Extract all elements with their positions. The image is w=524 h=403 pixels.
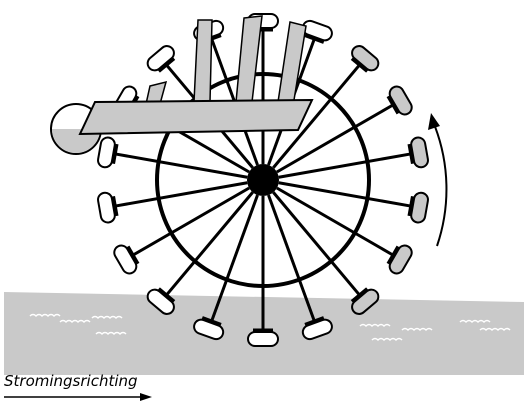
water-ripple [59, 319, 91, 324]
water-ripple [401, 327, 433, 332]
water-trough [78, 98, 314, 136]
paddle-bucket [247, 331, 279, 347]
paddle-bucket [146, 45, 175, 72]
water-stream [235, 15, 263, 103]
paddle-bucket [97, 191, 116, 224]
spoke-crossbar [350, 57, 369, 73]
wheel-spoke [132, 186, 250, 257]
rotation-arrow-head [428, 113, 440, 130]
water-ripples [29, 313, 511, 342]
spoke-crossbar [304, 34, 325, 44]
wheel-spoke [267, 194, 316, 322]
water-stream [277, 21, 307, 103]
wheel-paddles [97, 13, 429, 347]
spoke-crossbar [407, 195, 414, 217]
paddle-bucket [97, 136, 116, 169]
wheel-spoke [210, 194, 259, 322]
wheel-spoke [278, 152, 411, 179]
flow-direction-arrow-head [140, 393, 152, 401]
spoke-crossbar [386, 95, 400, 115]
water-ripple [459, 319, 491, 324]
water-ripple [29, 313, 61, 318]
wheel-spoke [278, 181, 411, 208]
spoke-crossbar [386, 245, 400, 265]
paddle-bucket [351, 45, 380, 72]
wheel-spoke [115, 152, 248, 179]
paddle-bucket [388, 85, 413, 116]
water-ripple [91, 315, 123, 320]
paddle-bucket [301, 318, 333, 341]
spoke-crossbar [157, 287, 176, 303]
wheel-hub [247, 164, 279, 196]
water-ripple [479, 327, 511, 332]
water-ripple [371, 337, 403, 342]
paddle-bucket [113, 244, 138, 275]
rotation-arrow [433, 123, 448, 247]
spoke-crossbar [157, 57, 176, 73]
wheel-spoke [115, 181, 248, 208]
spoke-crossbar [201, 316, 222, 326]
paddle-bucket [410, 191, 429, 224]
flow-direction-label: Stromingsrichting [4, 372, 138, 390]
paddle-bucket [351, 288, 380, 315]
water-ripple [95, 331, 127, 336]
paddle-bucket [146, 288, 175, 315]
paddle-bucket [193, 318, 225, 341]
paddle-bucket [410, 136, 429, 169]
spoke-crossbar [112, 143, 119, 165]
wheel-spoke [272, 191, 361, 296]
wheel-spokes [112, 28, 414, 332]
water-ripple [359, 323, 391, 328]
wheel-spoke [276, 103, 394, 174]
spoke-crossbar [112, 195, 119, 217]
paddle-bucket [388, 244, 413, 275]
wheel-spoke [165, 191, 254, 296]
spoke-crossbar [350, 287, 369, 303]
wheel-spoke [272, 64, 361, 169]
spoke-crossbar [126, 245, 140, 265]
water-stream [193, 19, 213, 103]
spoke-crossbar [407, 143, 414, 165]
pipe-water [52, 129, 100, 153]
spoke-crossbar [304, 316, 325, 326]
wheel-spoke [276, 186, 394, 257]
